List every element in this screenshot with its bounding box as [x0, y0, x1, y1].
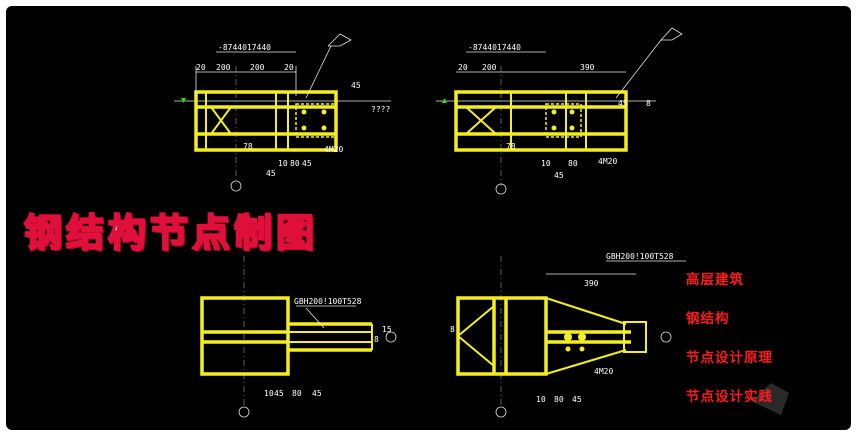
svg-text:10: 10 — [264, 389, 274, 398]
svg-text:200: 200 — [482, 63, 497, 72]
svg-text:45: 45 — [274, 389, 284, 398]
svg-text:20: 20 — [458, 63, 468, 72]
svg-text:45: 45 — [572, 395, 582, 404]
svg-text:4M20: 4M20 — [324, 145, 343, 154]
svg-text:8: 8 — [646, 99, 651, 108]
svg-text:45: 45 — [266, 169, 276, 178]
svg-text:10: 10 — [278, 159, 288, 168]
detail-bottom-right: GBH200!100T528 390 8 4M20 10 80 45 — [450, 252, 686, 418]
svg-text:20: 20 — [284, 63, 294, 72]
topic-joint-design-principles: 节点设计原理 — [686, 350, 773, 366]
svg-text:78: 78 — [243, 142, 253, 151]
topic-list: 高层建筑 钢结构 节点设计原理 节点设计实践 — [686, 268, 836, 424]
topic-steel-structure: 钢结构 — [686, 311, 730, 327]
svg-text:8: 8 — [374, 335, 379, 344]
detail-top-right: -8744017440 20 200 390 78 10 45 80 4M20 … — [436, 27, 683, 195]
svg-text:80: 80 — [292, 389, 302, 398]
svg-text:-8744017440: -8744017440 — [468, 43, 521, 52]
svg-text:390: 390 — [584, 279, 599, 288]
detail-top-left: -8744017440 20 200 200 20 78 10 80 45 4M… — [174, 33, 391, 192]
cad-canvas: -8744017440 20 200 200 20 78 10 80 45 4M… — [6, 6, 851, 430]
svg-text:45: 45 — [618, 99, 628, 108]
svg-text:GBH200!100T528: GBH200!100T528 — [294, 297, 362, 306]
svg-text:????: ???? — [371, 105, 390, 114]
steel-joint-drawing: -8744017440 20 200 200 20 78 10 80 45 4M… — [174, 27, 789, 418]
svg-text:45: 45 — [351, 81, 361, 90]
svg-text:45: 45 — [312, 389, 322, 398]
svg-text:80: 80 — [568, 159, 578, 168]
svg-text:4M20: 4M20 — [598, 157, 617, 166]
svg-text:200: 200 — [216, 63, 231, 72]
watermark — [751, 383, 789, 415]
svg-text:-8744017440: -8744017440 — [218, 43, 271, 52]
svg-text:80: 80 — [290, 159, 300, 168]
svg-text:15: 15 — [382, 325, 392, 334]
svg-text:10: 10 — [541, 159, 551, 168]
topic-joint-design-practice: 节点设计实践 — [686, 389, 773, 405]
svg-text:4M20: 4M20 — [594, 367, 613, 376]
svg-text:200: 200 — [250, 63, 265, 72]
svg-text:390: 390 — [580, 63, 595, 72]
svg-text:20: 20 — [196, 63, 206, 72]
svg-text:80: 80 — [554, 395, 564, 404]
detail-bottom-left: GBH200!100T528 10 45 80 45 8 15 — [200, 256, 397, 418]
topic-high-rise: 高层建筑 — [686, 272, 744, 288]
svg-text:GBH200!100T528: GBH200!100T528 — [606, 252, 674, 261]
svg-text:10: 10 — [536, 395, 546, 404]
drawing-title: 钢结构节点制图 — [23, 210, 319, 256]
svg-text:45: 45 — [302, 159, 312, 168]
svg-text:78: 78 — [506, 142, 516, 151]
svg-text:45: 45 — [554, 171, 564, 180]
svg-text:8: 8 — [450, 325, 455, 334]
